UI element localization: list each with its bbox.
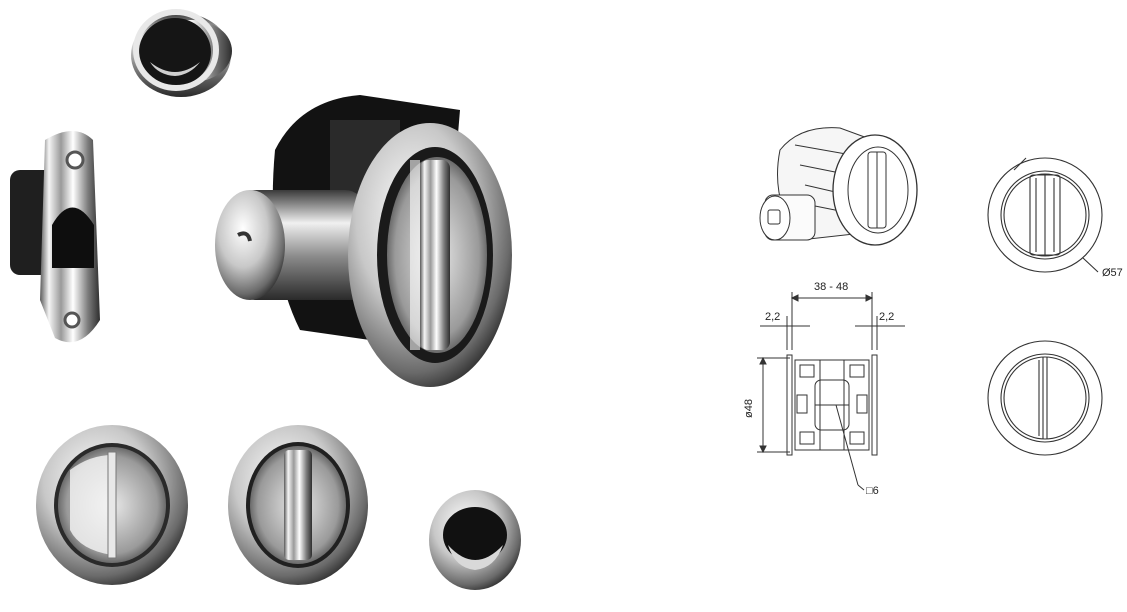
rosette-thumbturn-photo [228, 425, 368, 585]
width-range-label: 38 - 48 [814, 281, 848, 293]
spindle-square-label: □6 [866, 485, 879, 497]
lock-body-photo [215, 95, 512, 387]
finger-pull-photo [429, 490, 521, 590]
gap-right-label: 2,2 [879, 311, 894, 323]
section-drawing [757, 292, 905, 491]
gap-left-label: 2,2 [765, 311, 780, 323]
front-view-bottom [987, 340, 1103, 456]
diameter-body-label: ø48 [743, 399, 755, 418]
isometric-drawing [759, 127, 918, 246]
rosette-release-photo [36, 425, 188, 585]
strike-plate-photo [10, 131, 100, 343]
front-view-top [987, 157, 1103, 273]
diameter-rosette-label: Ø57 [1102, 267, 1123, 279]
small-cup-photo [131, 9, 232, 97]
